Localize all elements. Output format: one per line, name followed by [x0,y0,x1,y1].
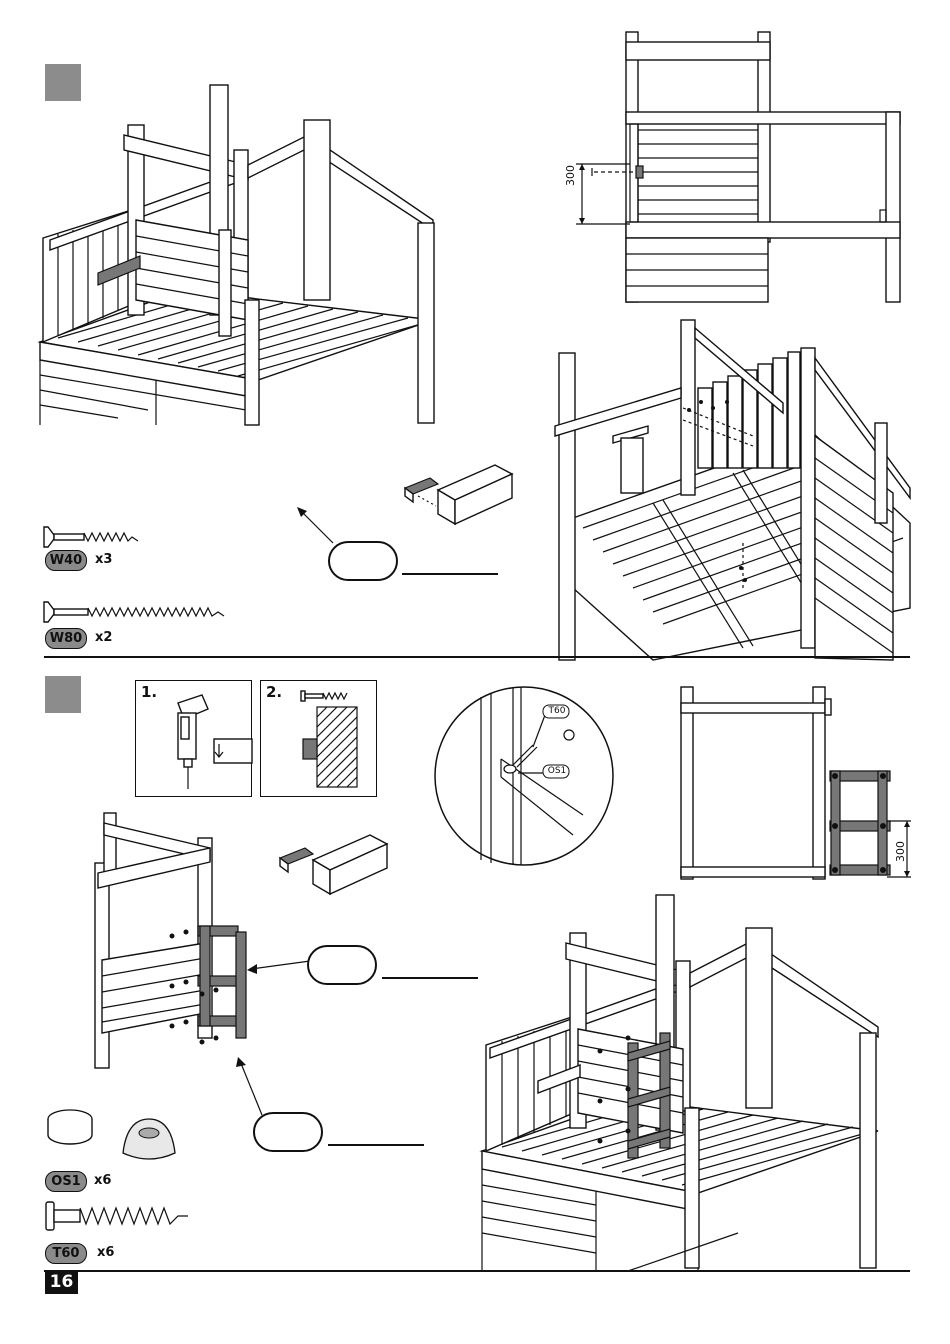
substep-label-1: 1. [141,683,157,701]
elevation-drawing-a [570,30,910,310]
part-callout-b1 [307,945,377,985]
drill-icon [168,691,248,791]
step-marker-b [45,676,81,713]
screw-w80-icon [44,600,224,624]
dimension-label-a: 300 [564,165,577,186]
bottom-divider [44,1270,910,1272]
screw-t60-icon [44,1200,194,1232]
part-qty-t60: x6 [97,1245,114,1260]
callout-line-b1 [382,977,478,979]
part-callout-a [328,541,398,581]
screw-into-wood-icon [291,687,371,792]
substep-box-2: 2. [260,680,377,797]
part-qty-w80: x2 [95,630,112,645]
part-qty-os1: x6 [94,1173,111,1188]
cap-os1-icon [45,1105,175,1165]
ladder-frame-elevation [675,685,915,885]
part-qty-w40: x3 [95,552,112,567]
part-badge-w80: W80 [45,628,87,649]
part-badge-os1: OS1 [45,1171,87,1192]
platform-closeup-drawing-a [553,318,910,660]
part-badge-w40: W40 [45,550,87,571]
callout-arrow-b1 [245,955,315,975]
page-number: 16 [45,1270,78,1294]
detail-tag-cap: OS1 [545,766,569,776]
substep-label-2: 2. [266,683,282,701]
callout-line-b2 [328,1144,424,1146]
callout-arrow-b2 [232,1055,272,1120]
callout-arrow-a [295,505,340,550]
dimension-label-b: 300 [894,841,907,862]
substep-box-1: 1. [135,680,252,797]
callout-line-a [402,573,498,575]
screw-w40-icon [44,525,144,549]
platform-drawing-a [38,80,448,430]
platform-drawing-b [478,893,898,1273]
timber-plug-detail-a [400,460,520,530]
timber-plug-detail-b [275,830,395,900]
detail-tag-screw: T60 [545,706,569,716]
part-callout-b2 [253,1112,323,1152]
part-badge-t60: T60 [45,1243,87,1264]
wall-with-bracket-drawing [90,808,260,1073]
detail-circle [433,685,615,867]
section-divider [44,656,910,658]
